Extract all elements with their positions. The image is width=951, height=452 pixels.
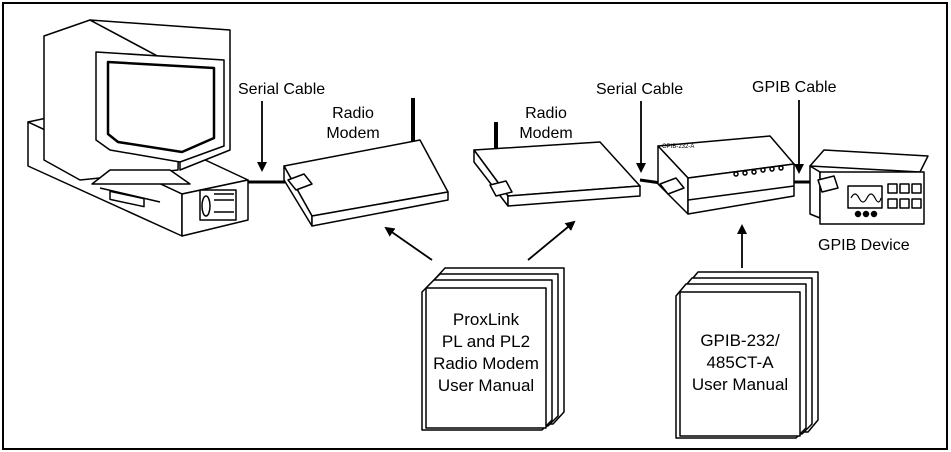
manual-proxlink-line2: PL and PL2 (442, 332, 530, 351)
converter-tag: GPIB-232-A (662, 144, 694, 150)
manual-to-modem-right-arrow (527, 220, 576, 261)
manual-proxlink-line3: Radio Modem (433, 354, 539, 373)
radio-modem-left-line2: Modem (326, 125, 379, 142)
manual-to-modem-left-arrow (384, 226, 433, 261)
computer-icon (27, 19, 249, 237)
radio-modem-icon (473, 122, 641, 207)
manual-icon (675, 271, 819, 439)
gpib-device-label: GPIB Device (818, 237, 910, 254)
serial-cable-left-label: Serial Cable (238, 81, 325, 98)
radio-modem-right-line2: Modem (519, 125, 572, 142)
radio-modem-icon (283, 98, 449, 227)
manual-gpib-line2: 485CT-A (706, 353, 774, 372)
gpib-converter-icon (657, 135, 795, 215)
gpib-instrument-icon (809, 149, 929, 225)
radio-modem-right-line1: Radio (525, 105, 567, 122)
gpib-cable-label: GPIB Cable (752, 79, 837, 96)
manual-icon (421, 267, 565, 431)
radio-modem-left-line1: Radio (332, 105, 374, 122)
manual-gpib-line1: GPIB-232/ (700, 331, 780, 350)
manual-gpib-line3: User Manual (692, 375, 788, 394)
serial-cable-right-label: Serial Cable (596, 81, 683, 98)
manual-proxlink-line4: User Manual (438, 376, 534, 395)
manual-proxlink-line1: ProxLink (453, 310, 520, 329)
